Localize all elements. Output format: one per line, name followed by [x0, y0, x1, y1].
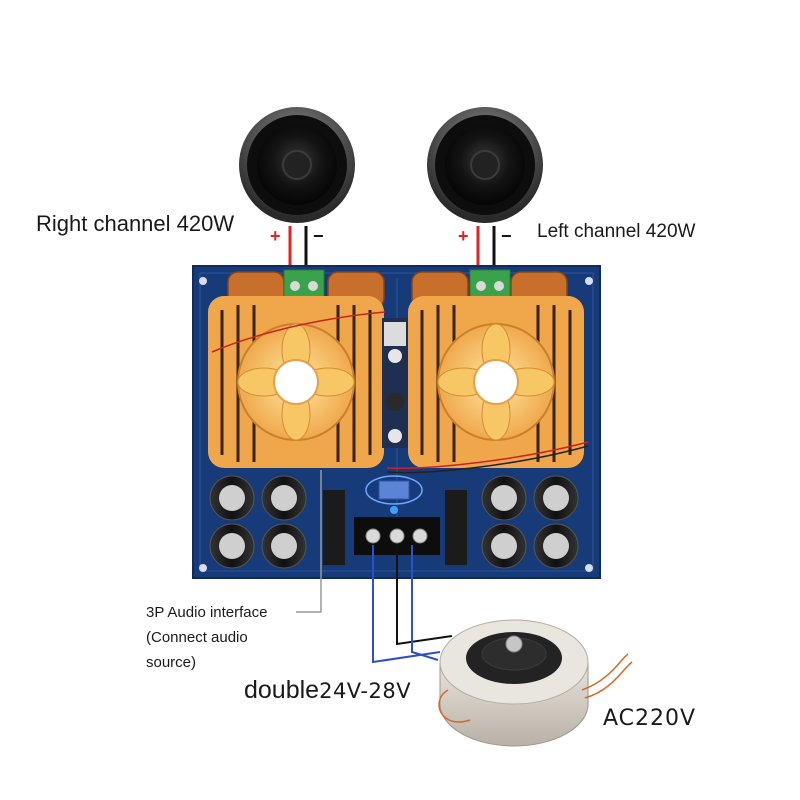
left-minus-sign: − — [501, 226, 512, 246]
speaker-left-icon — [427, 107, 543, 223]
speaker-right-icon — [239, 107, 355, 223]
right-minus-sign: − — [313, 226, 324, 246]
right-channel-label: Right channel 420W — [36, 211, 235, 236]
toroidal-transformer-icon — [438, 619, 633, 747]
amplifier-chips — [323, 490, 467, 565]
audio-input-connector — [365, 475, 423, 514]
audio-interface-label: 3P Audio interface (Connect audio source… — [146, 600, 267, 675]
fan-right-icon — [237, 323, 355, 441]
voltage-label: double24V-28V — [244, 676, 411, 705]
speaker-terminal-right — [283, 269, 325, 301]
power-wires — [372, 545, 453, 664]
ac-input-label: AC220V — [603, 706, 697, 731]
center-strip — [382, 318, 408, 448]
capacitors — [209, 475, 579, 569]
speaker-terminal-left — [469, 269, 511, 301]
right-plus-sign: + — [270, 226, 281, 246]
audio-interface-line-1: 3P Audio interface — [146, 604, 268, 621]
voltage-word: double — [244, 676, 320, 704]
fan-left-icon — [437, 323, 555, 441]
fan-wires — [211, 311, 589, 474]
left-channel-label: Left channel 420W — [537, 221, 696, 242]
left-plus-sign: + — [458, 226, 469, 246]
audio-interface-pointer — [296, 470, 322, 613]
audio-interface-line-2: (Connect audio — [146, 629, 248, 646]
audio-interface-line-3: source) — [146, 654, 197, 671]
voltage-value: 24V-28V — [319, 679, 412, 703]
